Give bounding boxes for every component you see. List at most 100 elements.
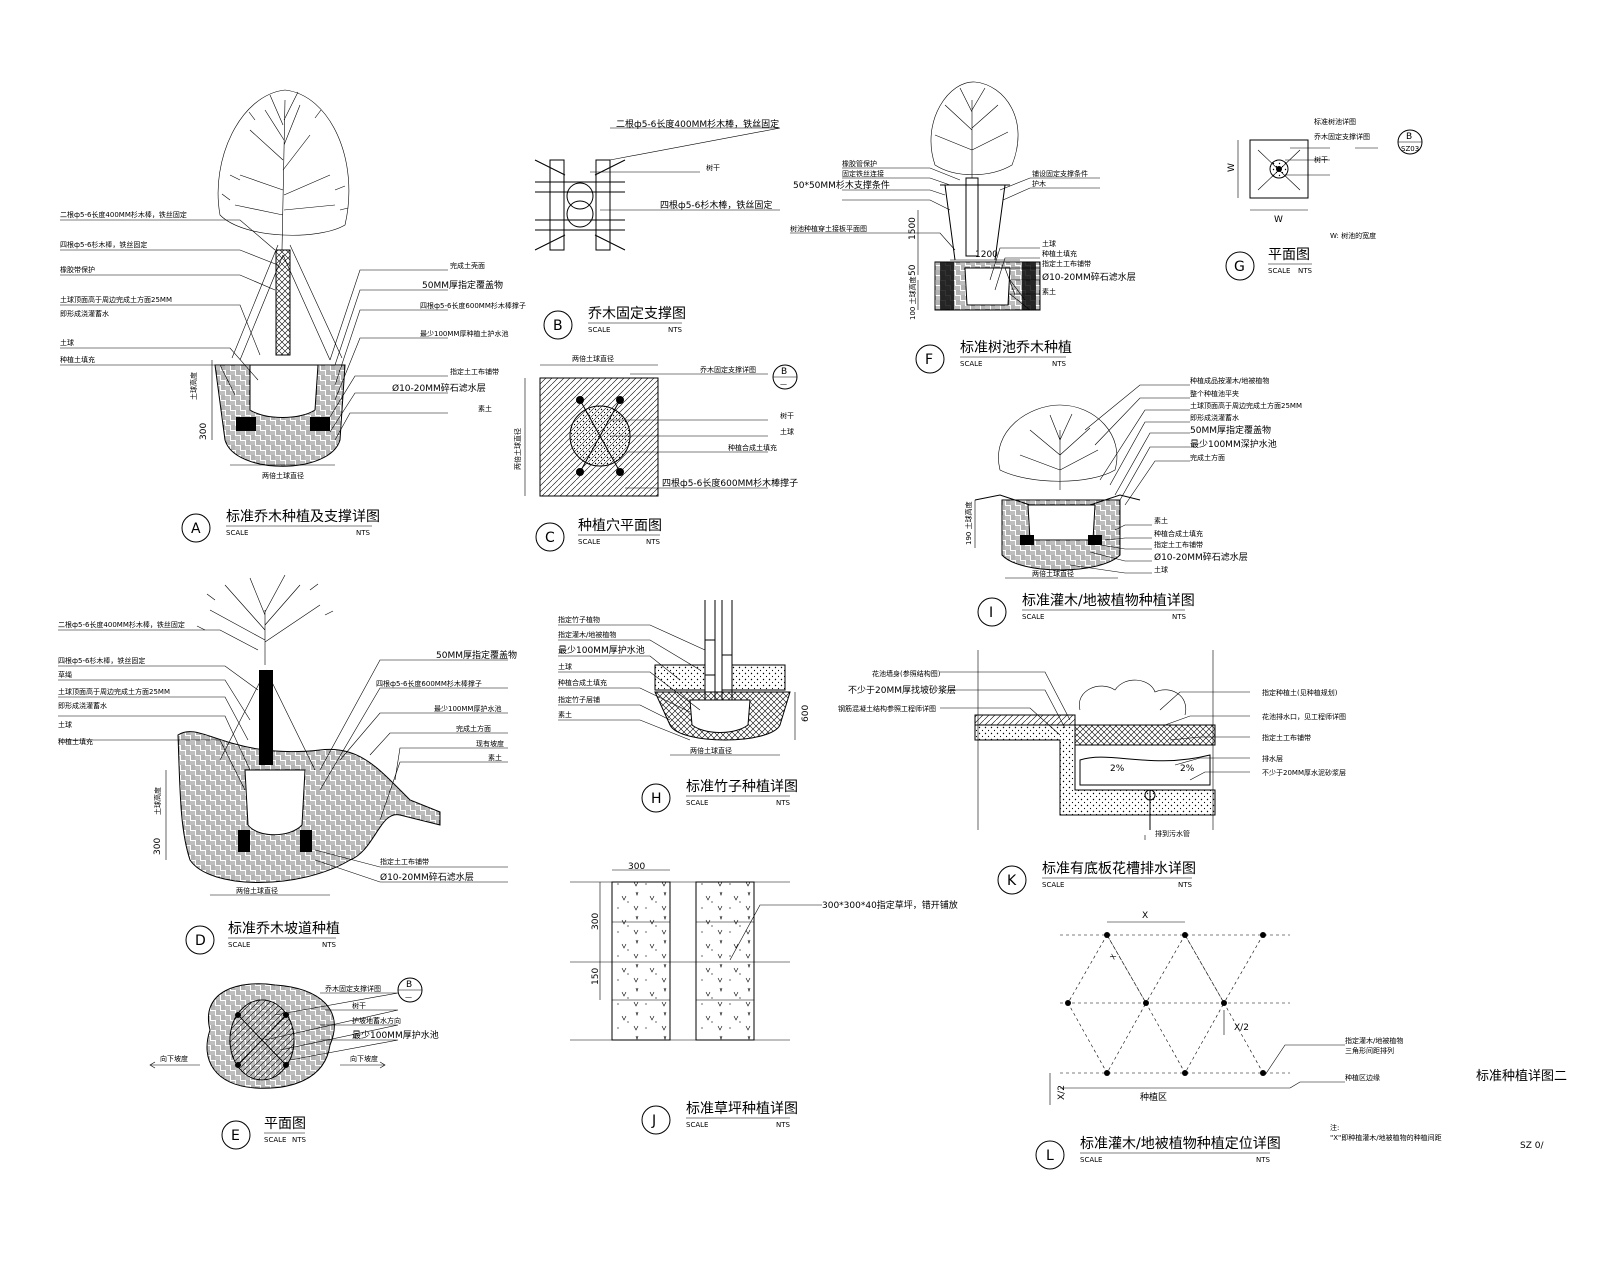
- nts-label: NTS: [322, 941, 337, 949]
- annotation: 即形成浇灌蓄水: [60, 309, 109, 318]
- shrub-icon: [1079, 679, 1187, 716]
- annotation: 花池墙身(参照结构图): [872, 669, 941, 678]
- wall-cap: [974, 714, 1076, 726]
- detail-title: 平面图: [264, 1116, 306, 1132]
- annotation: 树干: [780, 411, 794, 420]
- leader-lines: [58, 629, 508, 896]
- detail-j: 300 300 150 300*300*40指定草坪，错开铺放 J 标准草坪种植…: [570, 862, 958, 1135]
- annotation: Ø10-20MM碎石滤水层: [392, 382, 486, 394]
- annotation: 土球: [780, 427, 794, 436]
- detail-marker: [535, 522, 565, 552]
- dimension-label: X/2: [1057, 1085, 1067, 1100]
- detail-d: 二根ф5-6长度400MM杉木棒，铁丝固定 四根ф5-6杉木棒，铁丝固定 草绳 …: [58, 574, 517, 955]
- dimension-label: 100 土球高度: [908, 276, 917, 320]
- annotation: 50MM厚指定覆盖物: [436, 649, 517, 661]
- shrub-icon: [998, 404, 1118, 490]
- trunk-wrap: [275, 249, 291, 356]
- detail-letter: J: [651, 1113, 656, 1129]
- detail-title: 乔木固定支撑图: [588, 306, 686, 322]
- annotation: W: 树池的宽度: [1330, 231, 1376, 240]
- annotation: 铺设固定支撑条件: [1032, 169, 1088, 178]
- annotation: 固定铁丝连接: [842, 169, 884, 178]
- dimension-label: 600: [801, 705, 811, 722]
- detail-letter: I: [989, 605, 993, 621]
- dimension-label: 两倍土球直径: [236, 886, 278, 895]
- drain-layer: [300, 830, 312, 852]
- planting-soil: [1074, 724, 1216, 746]
- reference-letter: B: [406, 980, 412, 990]
- annotation: 向下坡度: [350, 1054, 378, 1063]
- annotation: 种植土填充: [58, 737, 93, 746]
- drain-layer: [238, 830, 250, 852]
- annotation: 指定竹子植物: [558, 615, 600, 624]
- tree-pit-plan: [1249, 139, 1309, 199]
- dimension-label: X: [1109, 953, 1118, 961]
- nts-label: NTS: [1298, 267, 1313, 275]
- scale-label: SCALE: [1268, 267, 1290, 275]
- annotation: 50*50MM杉木支撑条件: [793, 179, 890, 191]
- annotation: 种植区: [1140, 1091, 1167, 1103]
- annotation: 两倍土球直径: [572, 354, 614, 363]
- dimension-label: 190 土球高度: [964, 501, 973, 545]
- annotation: 树干: [1314, 155, 1328, 164]
- annotation: 种植合成土填充: [558, 678, 607, 687]
- detail-letter: B: [553, 318, 563, 334]
- reference-sheet: —: [780, 380, 787, 388]
- annotation: 种植土填充: [60, 355, 95, 364]
- detail-letter: L: [1046, 1148, 1054, 1164]
- annotation: 三角形间距排列: [1345, 1046, 1394, 1055]
- scale-label: SCALE: [686, 799, 708, 807]
- annotation: 土球顶面高于周边完成土方面25MM: [1190, 401, 1302, 410]
- reference-letter: B: [1406, 132, 1412, 142]
- nts-label: NTS: [356, 529, 371, 537]
- annotation: 四根ф5-6杉木棒，铁丝固定: [60, 240, 147, 249]
- slab: [974, 724, 1216, 816]
- detail-letter: F: [925, 352, 933, 368]
- slope-label: 2%: [1110, 764, 1125, 774]
- note-label: 注:: [1330, 1123, 1339, 1132]
- annotation: 素土: [1154, 516, 1168, 525]
- stake-frame: [534, 159, 626, 251]
- detail-title: 标准有底板花槽排水详图: [1042, 861, 1196, 877]
- scale-label: SCALE: [578, 538, 600, 546]
- annotation: 乔木固定支撑详图: [325, 984, 381, 993]
- detail-title: 标准乔木坡道种植: [228, 921, 340, 937]
- root-ball: [964, 267, 1011, 306]
- annotation: 护坡地蓄水方向: [352, 1016, 401, 1025]
- dimension-label: W: [1274, 215, 1283, 225]
- scale-label: SCALE: [588, 326, 610, 334]
- dimension-label: 50: [908, 264, 918, 276]
- detail-g: 标准树池详图 乔木固定支撑详图 树干 W W W: 树池的宽度 B SZ03 G…: [1225, 117, 1423, 281]
- detail-marker: [221, 1120, 251, 1150]
- annotation: Ø10-20MM碎石滤水层: [1042, 271, 1136, 283]
- root-ball: [244, 769, 306, 836]
- scale-label: SCALE: [1042, 881, 1064, 889]
- trunk: [965, 177, 979, 257]
- detail-title: 标准乔木种植及支撑详图: [226, 509, 380, 525]
- annotation: 不少于20MM厚找坡砂浆层: [848, 684, 956, 696]
- annotation: 橡胶管保护: [842, 159, 877, 168]
- sheet-number: SZ 0/: [1520, 1141, 1544, 1151]
- scale-label: SCALE: [686, 1121, 708, 1129]
- detail-k: 花池墙身(参照结构图) 不少于20MM厚找坡砂浆层 钢筋混凝土结构参照工程师详图…: [838, 650, 1346, 895]
- annotation: 指定灌木/地被植物: [558, 630, 616, 639]
- turf-strip: [611, 881, 671, 1041]
- nts-label: NTS: [292, 1136, 307, 1144]
- nts-label: NTS: [1256, 1156, 1271, 1164]
- detail-marker: [185, 925, 215, 955]
- reference-letter: B: [781, 367, 787, 377]
- annotation: 最少100MM厚种植土护水池: [420, 329, 508, 338]
- annotation: 即形成浇灌蓄水: [1190, 413, 1239, 422]
- annotation: 橡胶带保护: [60, 265, 95, 274]
- annotation: 指定土工布铺带: [1154, 540, 1203, 549]
- annotation: 乔木固定支撑详图: [700, 365, 756, 374]
- dimension-label: 1500: [908, 217, 918, 240]
- tree-icon: [196, 574, 334, 665]
- support-stakes: [231, 244, 343, 361]
- plant-points: [1065, 932, 1266, 1076]
- annotation: 指定土工布铺带: [450, 367, 499, 376]
- nts-label: NTS: [1052, 360, 1067, 368]
- annotation: 土球: [60, 338, 74, 347]
- annotation: 种植合成土填充: [728, 443, 777, 452]
